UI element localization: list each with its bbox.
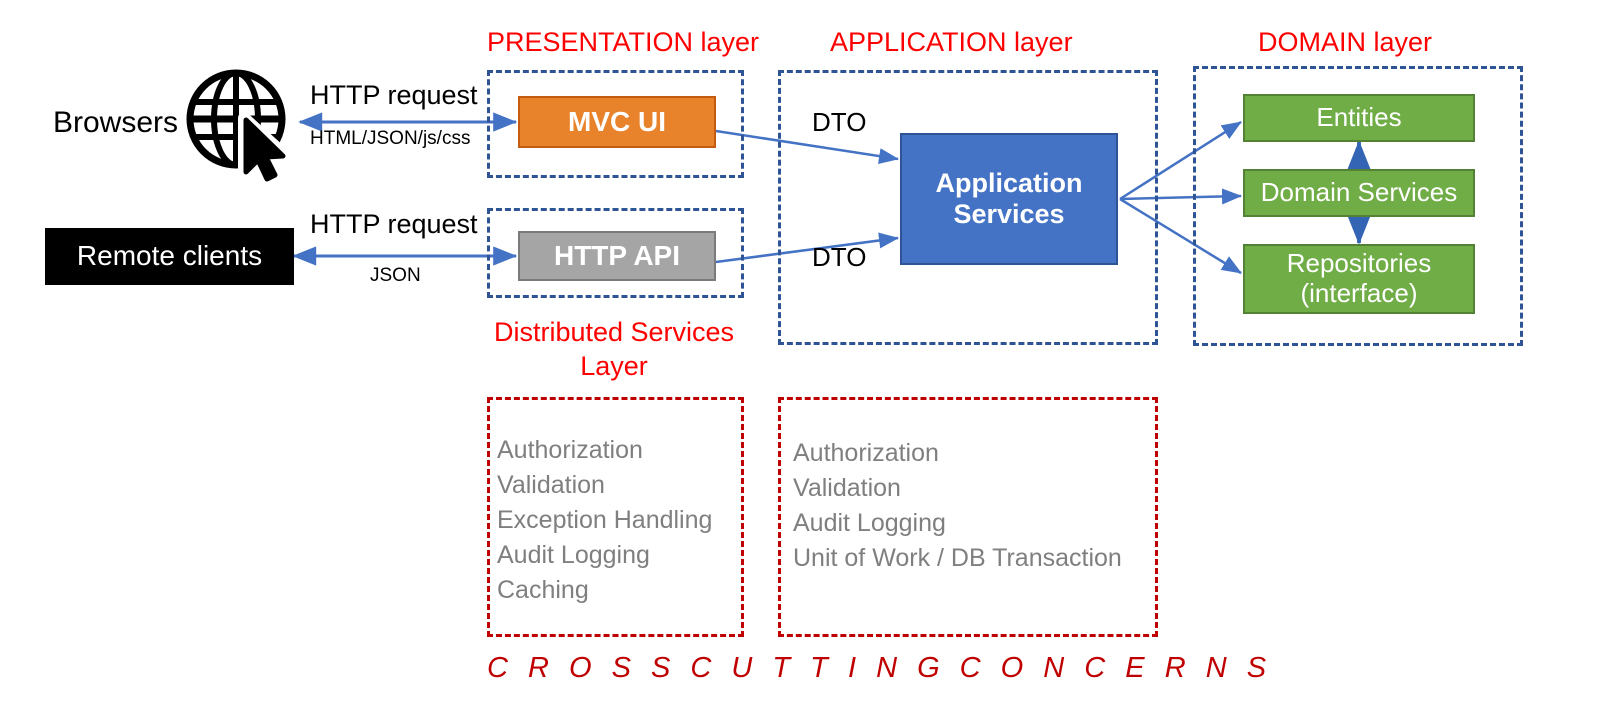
application-services-line1: Application — [935, 167, 1083, 198]
http-api-box[interactable]: HTTP API — [518, 231, 716, 281]
concern-item: Validation — [793, 474, 901, 502]
browsers-label: Browsers — [53, 106, 179, 139]
repositories-line1: Repositories — [1286, 248, 1432, 279]
domain-layer-container — [1193, 66, 1523, 346]
application-concerns-list: Authorization Validation Audit Logging U… — [793, 436, 1153, 576]
globe-cursor-icon — [186, 69, 293, 188]
application-layer-label: APPLICATION layer — [830, 27, 1073, 57]
concern-item: Caching — [497, 576, 589, 604]
remote-response-label: JSON — [370, 265, 421, 286]
browser-http-request-label: HTTP request — [310, 80, 478, 110]
application-concerns-container — [778, 397, 1158, 637]
presentation-api-container — [487, 208, 744, 298]
presentation-mvc-container — [487, 70, 744, 178]
distributed-services-label-line1: Distributed Services — [493, 317, 735, 347]
repositories-box[interactable]: Repositories (interface) — [1243, 244, 1475, 314]
concern-item: Exception Handling — [497, 506, 713, 534]
dto-mvc-label: DTO — [812, 107, 867, 137]
mvc-ui-box[interactable]: MVC UI — [518, 96, 716, 148]
distributed-services-label-line2: Layer — [580, 350, 648, 381]
remote-http-request-label: HTTP request — [310, 209, 478, 239]
remote-clients-box[interactable]: Remote clients — [45, 228, 294, 285]
concern-item: Audit Logging — [497, 541, 650, 569]
browser-response-label: HTML/JSON/js/css — [310, 128, 471, 149]
domain-services-box[interactable]: Domain Services — [1243, 169, 1475, 217]
application-services-line2: Services — [953, 199, 1065, 229]
concern-item: Audit Logging — [793, 509, 946, 537]
cross-cutting-concerns-footer: C R O S S C U T T I N G C O N C E R N S — [487, 652, 1273, 684]
application-services-box[interactable]: Application Services — [900, 133, 1118, 265]
concern-item: Authorization — [793, 439, 939, 467]
concern-item: Unit of Work / DB Transaction — [793, 544, 1122, 572]
domain-layer-label: DOMAIN layer — [1257, 27, 1433, 57]
entities-box[interactable]: Entities — [1243, 94, 1475, 142]
presentation-concerns-container — [487, 397, 744, 637]
presentation-concerns-list: Authorization Validation Exception Handl… — [497, 433, 737, 608]
presentation-layer-label: PRESENTATION layer — [487, 27, 760, 57]
dto-api-label: DTO — [812, 242, 867, 272]
concern-item: Authorization — [497, 436, 643, 464]
application-layer-container — [778, 70, 1158, 345]
repositories-line2: (interface) — [1300, 278, 1418, 308]
distributed-services-layer-label: Distributed Services Layer — [490, 316, 738, 384]
concern-item: Validation — [497, 471, 605, 499]
